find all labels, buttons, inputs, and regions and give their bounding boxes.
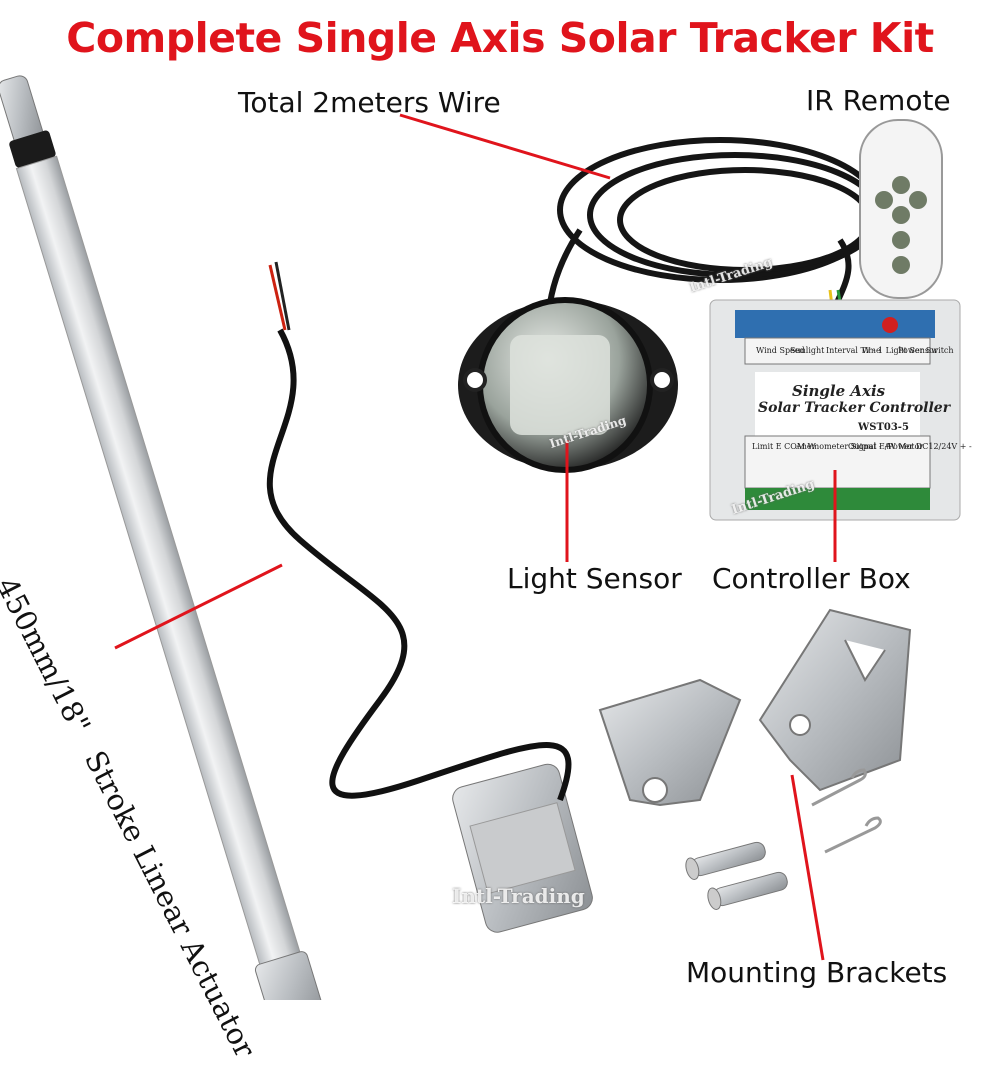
ctrl-terminal-power: Power Switch [898, 346, 954, 355]
wire-label: Total 2meters Wire [238, 86, 501, 119]
controller-box-image [709, 299, 961, 521]
controller-box-label: Controller Box [712, 562, 911, 595]
ctrl-model: WST03-5 [858, 422, 909, 433]
ctrl-name-line1: Single Axis [792, 382, 886, 400]
ctrl-terminal-dc: Power DC12/24V + - [888, 442, 972, 451]
page-title: Complete Single Axis Solar Tracker Kit [66, 14, 934, 62]
mounting-brackets-image [598, 608, 912, 910]
ctrl-terminal-sunlight: Sunlight [790, 346, 825, 355]
ctrl-terminal-anemometer: Anemometer Signal - + [796, 442, 891, 451]
pointer-lines [114, 113, 837, 961]
ctrl-terminal-light: W - 1 Light Sensor [862, 346, 938, 355]
ctrl-terminal-wind: Wind Speed [756, 346, 805, 355]
watermark: Intl-Trading [452, 884, 585, 908]
ir-remote-image [859, 119, 943, 299]
remote-label: IR Remote [806, 84, 951, 117]
light-sensor-image [458, 297, 678, 473]
ctrl-terminal-output: Output E/W Motor [848, 442, 924, 451]
actuator-cable [266, 328, 572, 802]
light-sensor-label: Light Sensor [507, 562, 682, 595]
linear-actuator [0, 75, 593, 1000]
product-scene [0, 75, 961, 1000]
ctrl-terminal-interval: Interval Time [826, 346, 881, 355]
ctrl-terminal-limit: Limit E COM W [752, 442, 816, 451]
brackets-label: Mounting Brackets [686, 956, 948, 989]
ctrl-name-line2: Solar Tracker Controller [758, 400, 951, 416]
